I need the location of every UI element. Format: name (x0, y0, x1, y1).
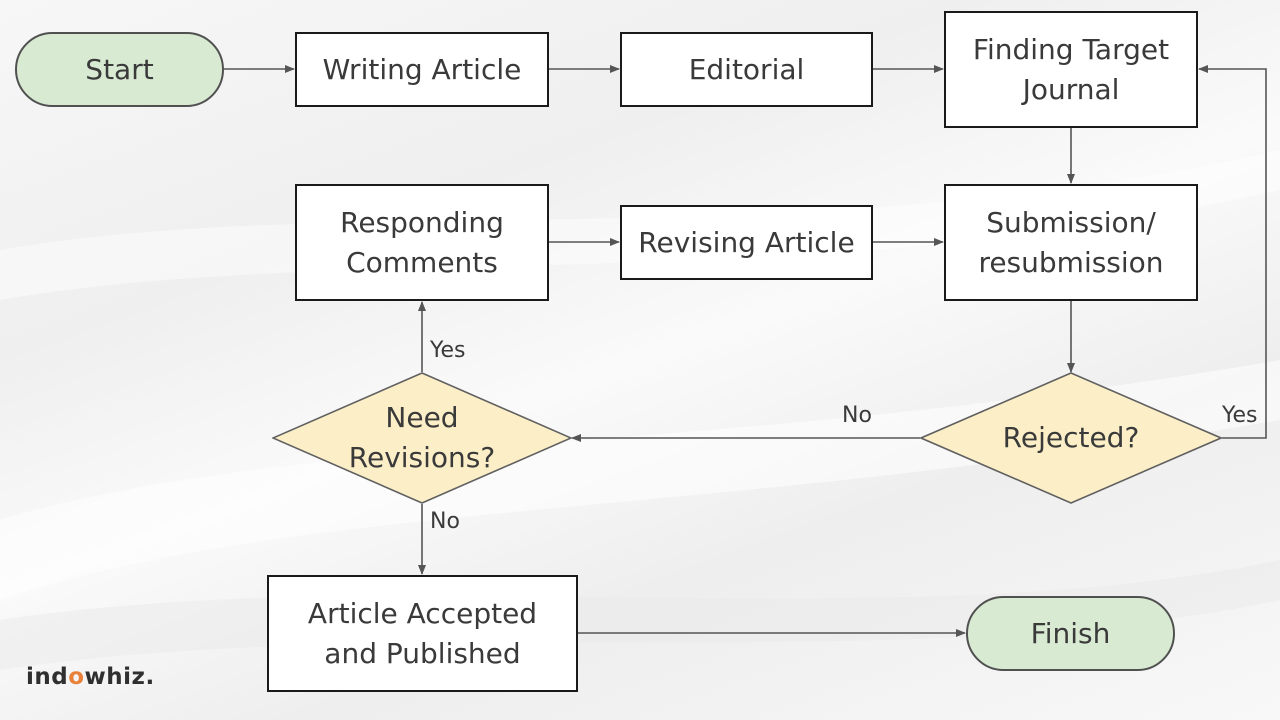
revising-article-node: Revising Article (620, 205, 873, 280)
rejected-diamond-shape (920, 372, 1222, 504)
rejected-label: Rejected? (1002, 421, 1140, 454)
logo-text-suffix: whiz. (84, 664, 155, 690)
need-revisions-decision: Need Revisions? (272, 372, 572, 504)
writing-article-node: Writing Article (295, 32, 549, 107)
finish-node: Finish (966, 596, 1175, 671)
need-revisions-diamond-shape (272, 372, 572, 504)
edge-label-need-revisions-no: No (430, 509, 460, 534)
logo-text-accent: o (68, 664, 85, 690)
indowhiz-logo: indowhiz. (26, 664, 155, 690)
edge-label-need-revisions-yes: Yes (430, 338, 466, 363)
article-accepted-published-node: Article Accepted and Published (267, 575, 578, 692)
edge-label-rejected-yes: Yes (1222, 403, 1258, 428)
logo-text-prefix: ind (26, 664, 69, 690)
start-node: Start (15, 32, 224, 107)
need-revisions-label: Need Revisions? (348, 401, 496, 474)
responding-comments-node: Responding Comments (295, 184, 549, 301)
finding-target-journal-node: Finding Target Journal (944, 11, 1198, 128)
edge-label-rejected-no: No (842, 403, 872, 428)
edge-rejected-yes-to-finding (1198, 65, 1267, 439)
rejected-decision: Rejected? (920, 372, 1222, 504)
editorial-node: Editorial (620, 32, 873, 107)
submission-resubmission-node: Submission/ resubmission (944, 184, 1198, 301)
